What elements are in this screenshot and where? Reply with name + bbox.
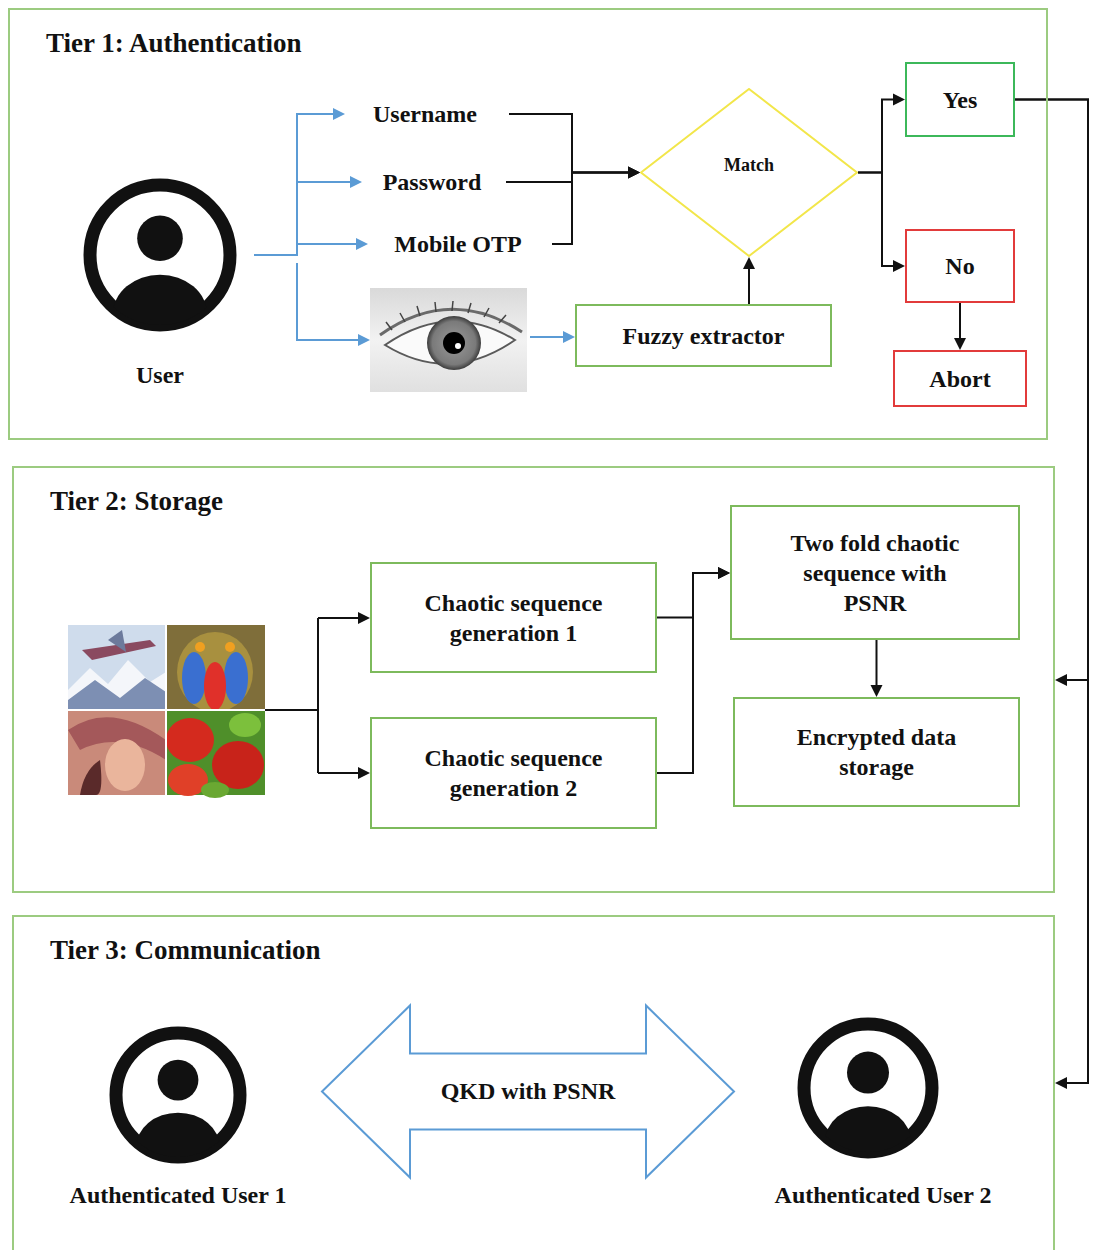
connector [552, 167, 640, 245]
arrowhead [356, 238, 368, 250]
connector-line [858, 100, 895, 173]
node-label: Chaotic sequence generation 2 [414, 743, 614, 803]
node-label: Two fold chaotic sequence with PSNR [775, 528, 975, 618]
connector-label: QKD with PSNR [438, 1078, 619, 1105]
node-label: Fuzzy extractor [623, 321, 785, 351]
arrowhead [718, 567, 730, 579]
process-box: Chaotic sequence generation 2 [370, 717, 657, 829]
connector-line [1015, 100, 1088, 1084]
arrowhead [628, 167, 640, 179]
icon-body [113, 275, 207, 354]
storage-box: Encrypted data storage [733, 697, 1020, 807]
node-label: Password [383, 167, 482, 197]
connector-line [509, 114, 630, 173]
icon-head [137, 215, 183, 261]
icon-body [825, 1106, 912, 1179]
connector [509, 114, 640, 179]
arrowhead [628, 167, 640, 179]
node-label: No [945, 251, 974, 281]
arrowhead [358, 334, 370, 346]
tier-band: Tier 1: AuthenticationUser UsernamePasswo… [8, 8, 1048, 440]
process-box: Two fold chaotic sequence with PSNR [730, 505, 1020, 640]
connector [254, 238, 368, 255]
arrowhead [628, 167, 640, 179]
arrowhead [358, 612, 370, 624]
user-label: User [66, 362, 254, 389]
connector [1015, 100, 1088, 1090]
person-icon [70, 168, 250, 393]
connector-line [657, 573, 720, 618]
arrowhead [743, 257, 755, 269]
node-label: Abort [929, 364, 990, 394]
connector-line [876, 640, 878, 687]
result-box: Yes [905, 62, 1015, 137]
test-images [68, 625, 265, 798]
connector-line [657, 573, 720, 773]
arrowhead [718, 567, 730, 579]
arrowhead [333, 108, 345, 120]
connector-line [254, 244, 358, 255]
arrowhead [871, 685, 883, 697]
user-icon: Authenticated User 1 [34, 1020, 322, 1225]
icon-figure [136, 1060, 220, 1184]
input-field: Password [362, 160, 502, 204]
process-box: Chaotic sequence generation 1 [370, 562, 657, 673]
tier-band: Tier 2: StorageChaotic sequence generati… [12, 466, 1055, 893]
connector-line [748, 267, 750, 304]
arrowhead [358, 767, 370, 779]
image-input-arrows [265, 618, 360, 773]
arrowhead [954, 338, 966, 350]
double-arrow [322, 1006, 734, 1178]
arrowhead [350, 176, 362, 188]
node-label: Yes [943, 85, 978, 115]
node-label: Encrypted data storage [777, 722, 977, 782]
connector [254, 176, 362, 255]
decision-diamond: Match [640, 88, 858, 257]
icon-body [136, 1113, 220, 1184]
icon-head [847, 1052, 889, 1094]
connector [858, 173, 905, 273]
tier-title: Tier 2: Storage [50, 486, 223, 517]
connector [743, 257, 755, 304]
connector [954, 303, 966, 350]
node-label: Mobile OTP [394, 229, 521, 259]
node-label: Username [373, 99, 477, 129]
connector [858, 94, 905, 173]
input-field: Mobile OTP [368, 222, 548, 266]
user-icon: Authenticated User 2 [734, 1012, 1032, 1217]
connector-line [858, 173, 895, 267]
arrowhead [893, 94, 905, 106]
arrowhead [1055, 674, 1067, 686]
input-field: Username [345, 92, 505, 136]
node-label: Chaotic sequence generation 1 [414, 588, 614, 648]
user-icon: User [66, 168, 254, 393]
result-box: No [905, 229, 1015, 303]
connector-line [552, 173, 630, 245]
process-box: Fuzzy extractor [575, 304, 832, 367]
biometric-arrows [297, 263, 567, 340]
tier-title: Tier 1: Authentication [46, 28, 302, 59]
arrowhead [893, 260, 905, 272]
connector-line [959, 303, 961, 340]
diamond-shape [641, 89, 857, 256]
abort-box: Abort [893, 350, 1027, 407]
user-label: Authenticated User 2 [734, 1182, 1032, 1209]
tier-title: Tier 3: Communication [50, 935, 321, 966]
eye-image [370, 288, 527, 392]
connector [871, 640, 883, 697]
connector [657, 567, 730, 773]
arrowhead [563, 331, 575, 343]
connector-line [254, 114, 335, 255]
icon-head [158, 1060, 199, 1101]
icon-figure [113, 215, 207, 353]
node-label: Match [724, 154, 774, 177]
connector-line [506, 173, 630, 183]
connector [322, 1006, 734, 1178]
user-label: Authenticated User 1 [34, 1182, 322, 1209]
icon-figure [825, 1052, 912, 1179]
arrowhead [1055, 1077, 1067, 1089]
